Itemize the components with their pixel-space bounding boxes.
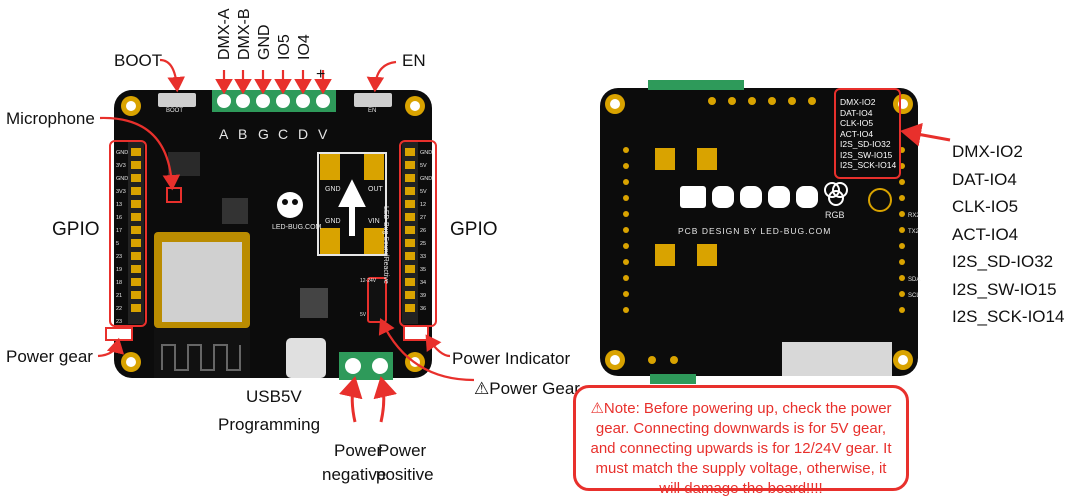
dmx-box-line: I2S_SW-IO15	[840, 150, 899, 161]
terminal-label-io5: IO5	[276, 34, 294, 60]
buck-gnd-bottom: GND	[325, 218, 341, 225]
buck-out: OUT	[368, 186, 383, 193]
buck-vin: VIN	[368, 218, 380, 225]
pin: 3V3	[116, 160, 130, 173]
pin: 13	[116, 199, 130, 212]
back-pin-sda: SDA	[908, 277, 920, 283]
pin: 25	[420, 238, 434, 251]
right-header-pins: GND 5V GND 5V 12 27 26 25 33 35 34 39 36	[420, 147, 434, 316]
pin: 5V	[420, 186, 434, 199]
pin: 5	[116, 238, 130, 251]
dmx-list-item: I2S_SD-IO32	[952, 248, 1064, 276]
terminal-letter: A	[219, 126, 228, 142]
pin: 39	[420, 290, 434, 303]
terminal-letter: G	[258, 126, 269, 142]
pin: GND	[116, 173, 130, 186]
pin: 19	[116, 264, 130, 277]
back-pin-rx2: RX2	[908, 213, 920, 219]
dmx-list-item: I2S_SCK-IO14	[952, 303, 1064, 331]
en-silkscreen: EN	[368, 108, 376, 114]
dmx-list-item: ACT-IO4	[952, 221, 1064, 249]
pin: 21	[116, 290, 130, 303]
terminal-letter: V	[318, 126, 327, 142]
pin: 26	[420, 225, 434, 238]
en-label: EN	[402, 52, 426, 69]
pin: 17	[116, 225, 130, 238]
pin: 27	[420, 212, 434, 225]
pin: 3V3	[116, 186, 130, 199]
pin: 16	[116, 212, 130, 225]
pin: 22	[116, 303, 130, 316]
back-pin-tx2: TX2	[908, 229, 919, 235]
usb-label: USB5V	[246, 388, 302, 405]
microphone-label: Microphone	[6, 110, 95, 127]
terminal-label-plus: +	[316, 66, 325, 84]
rgb-text: RGB	[825, 210, 845, 220]
dmx-box-line: I2S_SD-IO32	[840, 139, 899, 150]
power-gear-warn-label: ⚠Power Gear	[474, 380, 580, 397]
pin: 23	[116, 316, 130, 329]
dmx-box-line: I2S_SCK-IO14	[840, 160, 899, 171]
dmx-list-item: I2S_SW-IO15	[952, 276, 1064, 304]
pin: 34	[420, 277, 434, 290]
terminal-label-gnd: GND	[256, 24, 274, 60]
terminal-label-dmx-a: DMX-A	[216, 8, 234, 60]
jumper-12-24v: 12-24V	[360, 278, 376, 284]
back-pin-scl: SCL	[908, 293, 920, 299]
terminal-letter: D	[298, 126, 308, 142]
pin: 5V	[420, 160, 434, 173]
pin: 35	[420, 264, 434, 277]
ledbug-silkscreen: LED-BUG.COM	[272, 224, 321, 231]
buck-gnd-top: GND	[325, 186, 341, 193]
dmx-box-line: ACT-IO4	[840, 129, 899, 140]
dmx-box-line: DAT-IO4	[840, 108, 899, 119]
warning-note: ⚠Note: Before powering up, check the pow…	[573, 385, 909, 491]
dmx-list-item: CLK-IO5	[952, 193, 1064, 221]
power-negative-label-1: Power	[334, 442, 382, 459]
gpio-left-label: GPIO	[52, 220, 100, 239]
dmx-list-item: DMX-IO2	[952, 138, 1064, 166]
gpio-right-label: GPIO	[450, 220, 498, 239]
terminal-label-io4: IO4	[296, 34, 314, 60]
power-gear-label: Power gear	[6, 348, 93, 365]
dmx-pin-box: DMX-IO2 DAT-IO4 CLK-IO5 ACT-IO4 I2S_SD-I…	[834, 88, 901, 179]
dmx-pin-list: DMX-IO2 DAT-IO4 CLK-IO5 ACT-IO4 I2S_SD-I…	[952, 138, 1064, 331]
power-positive-label-1: Power	[378, 442, 426, 459]
dmx-box-line: CLK-IO5	[840, 118, 899, 129]
pcb-design-text: PCB DESIGN BY LED-BUG.COM	[678, 226, 831, 236]
pin: GND	[116, 147, 130, 160]
terminal-label-dmx-b: DMX-B	[236, 8, 254, 60]
pin: 36	[420, 303, 434, 316]
terminal-letter: C	[278, 126, 288, 142]
pin: 23	[116, 251, 130, 264]
dmx-box-line: DMX-IO2	[840, 97, 899, 108]
pin: GND	[420, 147, 434, 160]
jumper-5v: 5V	[360, 312, 366, 318]
programming-label: Programming	[218, 416, 320, 433]
pin: 33	[420, 251, 434, 264]
pin: 12	[420, 199, 434, 212]
board-side-label: LED-Bug SoundReactive	[382, 206, 389, 284]
boot-label: BOOT	[114, 52, 162, 69]
pin: 18	[116, 277, 130, 290]
left-header-pins: GND 3V3 GND 3V3 13 16 17 5 23 19 18 21 2…	[116, 147, 130, 329]
dmx-list-item: DAT-IO4	[952, 166, 1064, 194]
terminal-letter: B	[238, 126, 247, 142]
boot-silkscreen: BOOT	[166, 108, 183, 114]
pin: GND	[420, 173, 434, 186]
power-indicator-label: Power Indicator	[452, 350, 570, 367]
power-positive-label-2: positive	[376, 466, 434, 483]
